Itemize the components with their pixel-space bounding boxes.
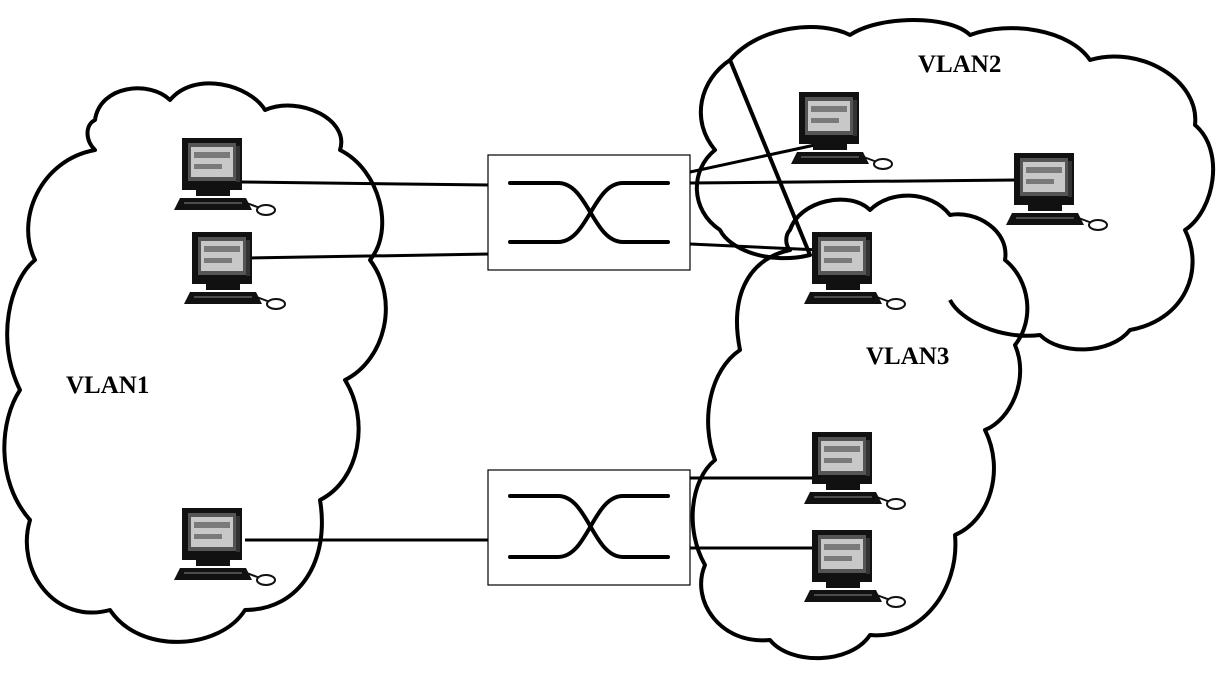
link-switch1-vlan3-pc1 bbox=[690, 244, 820, 250]
vlan1-label: VLAN1 bbox=[66, 372, 149, 399]
switch-icon bbox=[488, 155, 690, 270]
desktop-computer-icon bbox=[174, 138, 275, 215]
vlan2-label: VLAN2 bbox=[918, 51, 1001, 78]
desktop-computer-icon bbox=[804, 432, 905, 509]
desktop-computer-icon bbox=[184, 232, 285, 309]
desktop-computer-icon bbox=[791, 92, 892, 169]
link-pc2-switch1 bbox=[250, 254, 490, 258]
link-switch1-vlan2-pc2 bbox=[690, 180, 1020, 183]
switch-icon bbox=[488, 470, 690, 585]
link-pc1-switch1 bbox=[240, 182, 490, 185]
desktop-computer-icon bbox=[174, 508, 275, 585]
vlan3-label: VLAN3 bbox=[866, 343, 949, 370]
desktop-computer-icon bbox=[804, 530, 905, 607]
desktop-computer-icon bbox=[804, 232, 905, 309]
desktop-computer-icon bbox=[1006, 153, 1107, 230]
